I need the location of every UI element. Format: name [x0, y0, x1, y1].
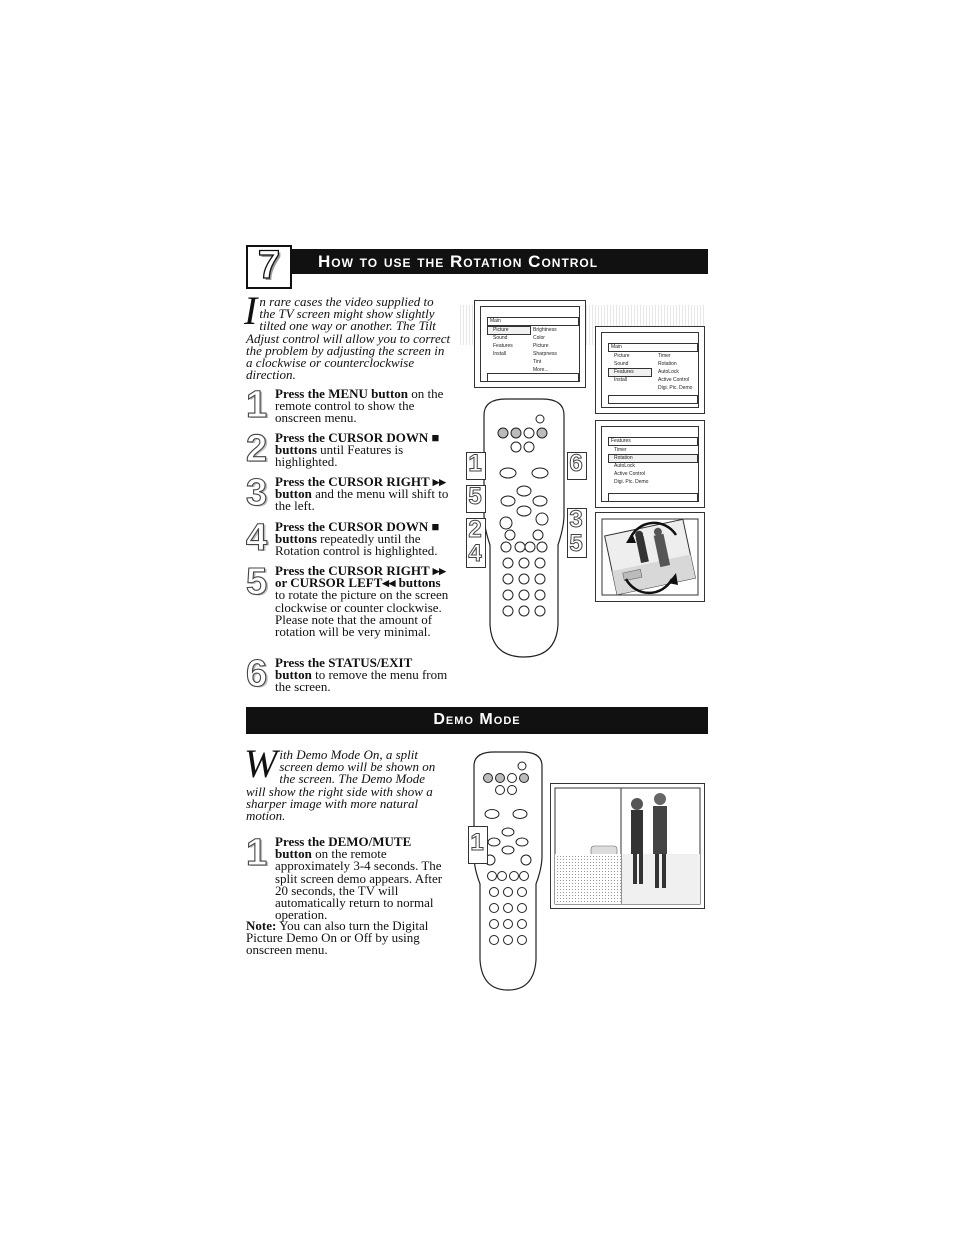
section-header-demo — [246, 707, 708, 734]
submenu-item: Digi. Pic. Demo — [658, 385, 693, 391]
menu-item: AutoLock — [614, 463, 635, 469]
step-number: 1 — [245, 384, 268, 426]
step-2: 2 Press the CURSOR DOWN ■ buttons until … — [245, 428, 451, 476]
menu-title: Main — [611, 344, 622, 350]
step-bold: Press the CURSOR DOWN ■ buttons — [275, 430, 440, 458]
callout-box — [466, 485, 486, 513]
menu-item: Features — [614, 369, 634, 375]
callout-number: 5 — [468, 483, 482, 511]
submenu-item: Timer — [658, 353, 671, 359]
submenu-item: Sharpness — [533, 351, 557, 357]
remote-control-rotation — [483, 398, 565, 658]
submenu-item: Color — [533, 335, 545, 341]
callout-number: 6 — [569, 450, 583, 478]
callout-box — [468, 826, 488, 864]
callout-box — [567, 508, 587, 558]
tv-rotated-picture — [595, 512, 705, 602]
step-bold: Press the CURSOR RIGHT ▸▸ button — [275, 474, 446, 502]
step-number: 5 — [245, 561, 268, 603]
submenu-item: More... — [533, 367, 549, 373]
step-number: 6 — [245, 653, 268, 695]
menu-item: Digi. Pic. Demo — [614, 479, 649, 485]
menu-item: Active Control — [614, 471, 646, 477]
rotation-illustration — [601, 518, 699, 596]
menu-item: Features — [493, 343, 513, 349]
menu-item: Sound — [614, 361, 629, 367]
step-text: until Features is highlighted. — [275, 442, 404, 470]
note-text: You can also turn the Digital Picture De… — [246, 918, 429, 958]
split-screen-illustration — [554, 787, 701, 905]
menu-item: Picture — [493, 327, 509, 333]
step-1: 1 Press the MENU button on the remote co… — [245, 384, 451, 432]
step-bold: Press the CURSOR DOWN ■ buttons — [275, 519, 440, 547]
step-bold: Press the CURSOR RIGHT ▸▸ or CURSOR LEFT… — [275, 563, 446, 591]
note: Note: You can also turn the Digital Pict… — [246, 918, 446, 958]
step-6: 6 Press the STATUS/EXIT button to remove… — [245, 653, 451, 697]
step-5: 5 Press the CURSOR RIGHT ▸▸ or CURSOR LE… — [245, 561, 451, 655]
demo-step-1: 1 Press the DEMO/MUTE button on the remo… — [245, 832, 451, 921]
submenu-item: Active Control — [658, 377, 690, 383]
step-text: on the remote approximately 3-4 seconds.… — [275, 846, 443, 923]
menu-item: Picture — [614, 353, 630, 359]
section-header-rotation — [246, 249, 708, 274]
menu-item: Install — [614, 377, 628, 383]
section-title-rotation: How to use the Rotation Control — [318, 252, 599, 271]
callout-number: 3 — [569, 506, 583, 534]
menu-title: Main — [490, 318, 501, 324]
menu-title: Features — [611, 438, 631, 444]
callout-number: 2 — [468, 516, 482, 544]
intro-dropcap: W — [244, 741, 278, 786]
step-text: to rotate the picture on the screen cloc… — [275, 587, 449, 640]
callout-number: 1 — [468, 450, 482, 478]
intro-dropcap: I — [244, 288, 258, 333]
section-title-demo: Demo Mode — [433, 711, 521, 728]
step-3: 3 Press the CURSOR RIGHT ▸▸ button and t… — [245, 472, 451, 520]
submenu-item: Rotation — [658, 361, 677, 367]
callout-number: 5 — [569, 530, 583, 558]
step-bold: Press the STATUS/EXIT button — [275, 655, 413, 683]
callout-box — [466, 518, 486, 568]
menu-item: Install — [493, 351, 507, 357]
submenu-item: Picture — [533, 343, 549, 349]
submenu-item: AutoLock — [658, 369, 679, 375]
menu-item: Sound — [493, 335, 508, 341]
section-number: 7 — [257, 242, 281, 287]
step-number: 4 — [245, 517, 268, 559]
step-number: 2 — [245, 428, 268, 470]
tv-menu-features: Features Timer Rotation AutoLock Active … — [595, 420, 705, 508]
step-bold: Press the MENU button — [275, 386, 409, 401]
submenu-item: Brightness — [533, 327, 557, 333]
tv-menu-main-2: Main Picture Sound Features Install Time… — [595, 326, 705, 414]
step-4: 4 Press the CURSOR DOWN ■ buttons repeat… — [245, 517, 451, 565]
step-number: 3 — [245, 472, 268, 514]
callout-box — [466, 452, 486, 480]
intro-text: ith Demo Mode On, a split screen demo wi… — [246, 747, 436, 824]
menu-item: Timer — [614, 447, 627, 453]
remote-control-demo — [473, 751, 543, 991]
tv-split-screen-demo — [550, 783, 705, 909]
step-text: to remove the menu from the screen. — [275, 667, 448, 695]
section-number-box: 7 — [246, 242, 292, 289]
intro-text: n rare cases the video supplied to the T… — [246, 294, 451, 383]
callout-number: 1 — [470, 829, 484, 857]
callout-box — [567, 452, 587, 480]
step-text: and the menu will shift to the left. — [275, 486, 449, 514]
tv-menu-main-1: Main Picture Sound Features Install Brig… — [474, 300, 586, 388]
callout-number: 4 — [468, 540, 482, 568]
step-number: 1 — [245, 832, 268, 874]
submenu-item: Tint — [533, 359, 542, 365]
step-text: on the remote control to show the onscre… — [275, 386, 444, 426]
step-bold: Press the DEMO/MUTE button — [275, 834, 412, 862]
menu-item: Rotation — [614, 455, 633, 461]
note-label: Note: — [246, 918, 277, 933]
step-text: repeatedly until the Rotation control is… — [275, 531, 438, 559]
